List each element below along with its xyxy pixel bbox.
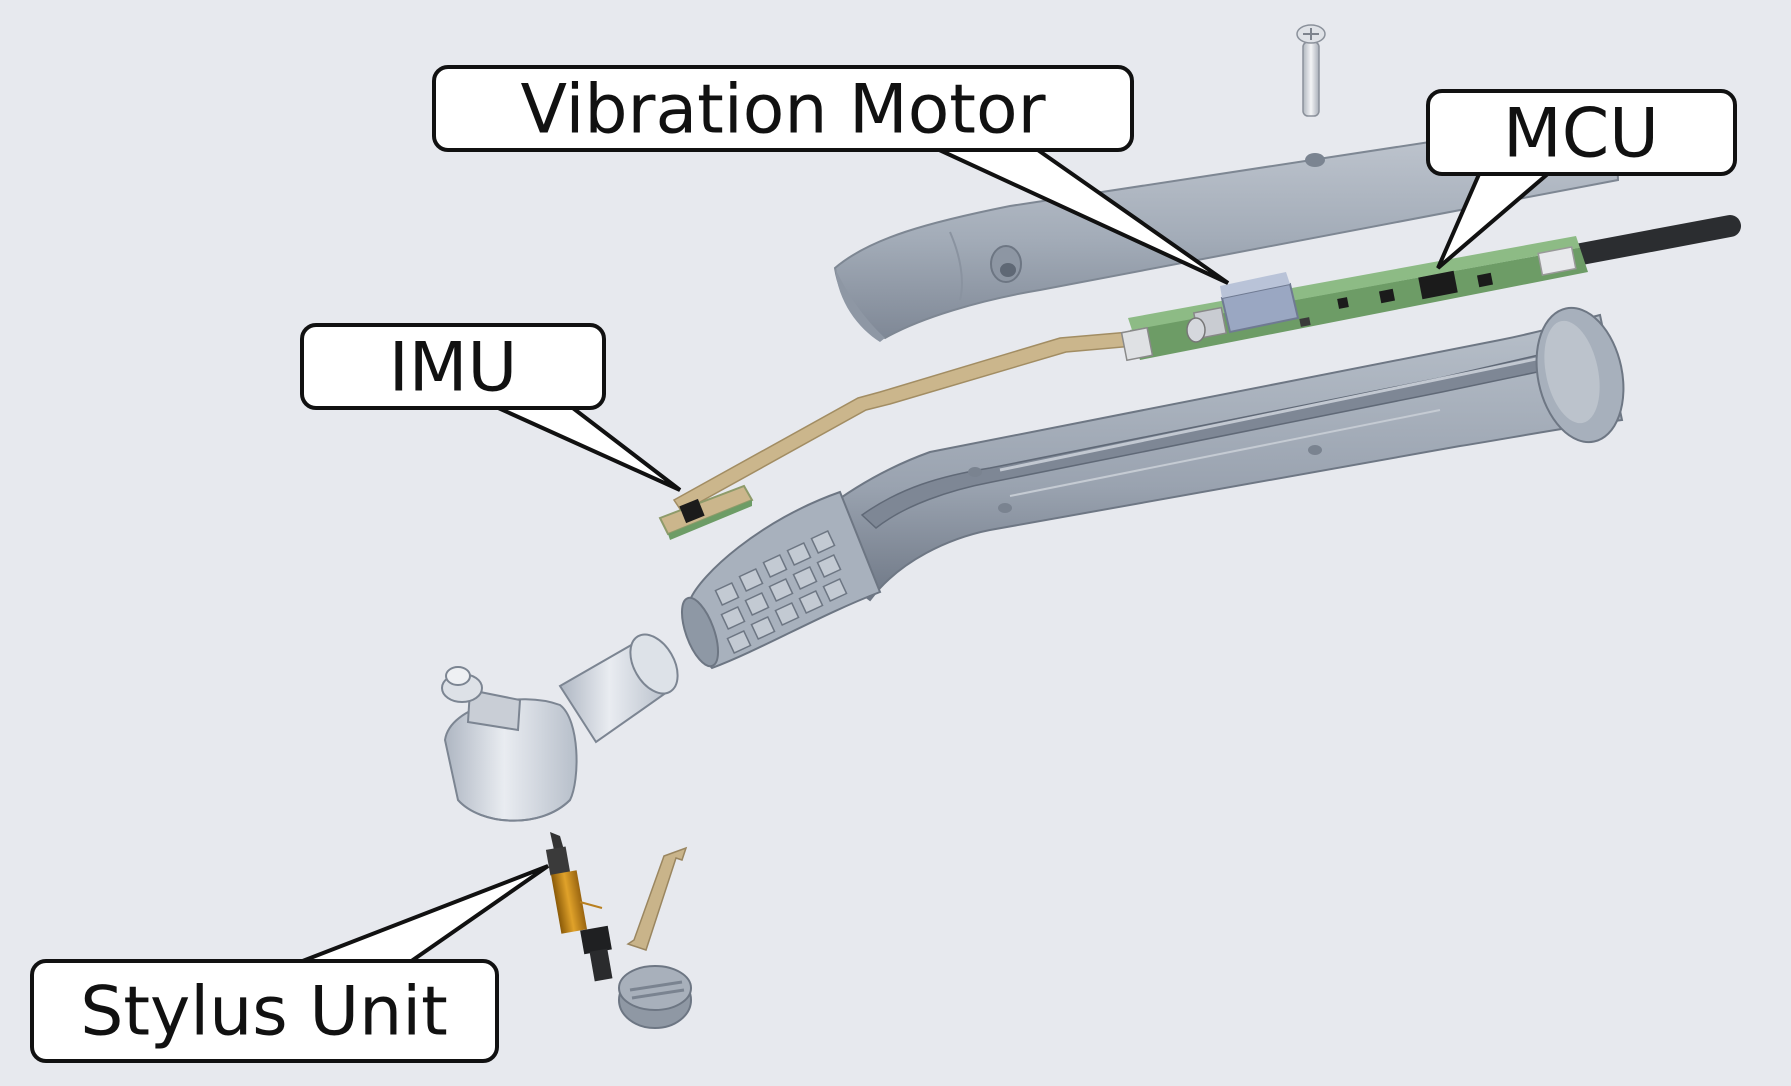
stylus-unit-leader (299, 864, 550, 964)
callout-imu: IMU (300, 323, 606, 410)
vibration-motor (1186, 272, 1300, 343)
main-housing-body (788, 306, 1625, 602)
end-cap (618, 965, 692, 1029)
callout-stylus-unit-label: Stylus Unit (80, 973, 448, 1052)
top-housing-shell (833, 114, 1620, 342)
imu-leader (484, 400, 682, 492)
stylus-assembly (545, 832, 688, 982)
callout-vibration-motor: Vibration Motor (432, 65, 1134, 152)
callout-stylus-unit: Stylus Unit (30, 959, 499, 1063)
callout-mcu-label: MCU (1503, 95, 1659, 174)
angled-head (441, 633, 679, 822)
knurled-grip (680, 490, 882, 670)
cable (1549, 215, 1741, 269)
callout-vibration-motor-label: Vibration Motor (520, 71, 1045, 150)
callout-imu-label: IMU (389, 329, 518, 408)
imu-chip (658, 484, 754, 540)
screw (1296, 24, 1326, 117)
callout-mcu: MCU (1426, 89, 1737, 176)
